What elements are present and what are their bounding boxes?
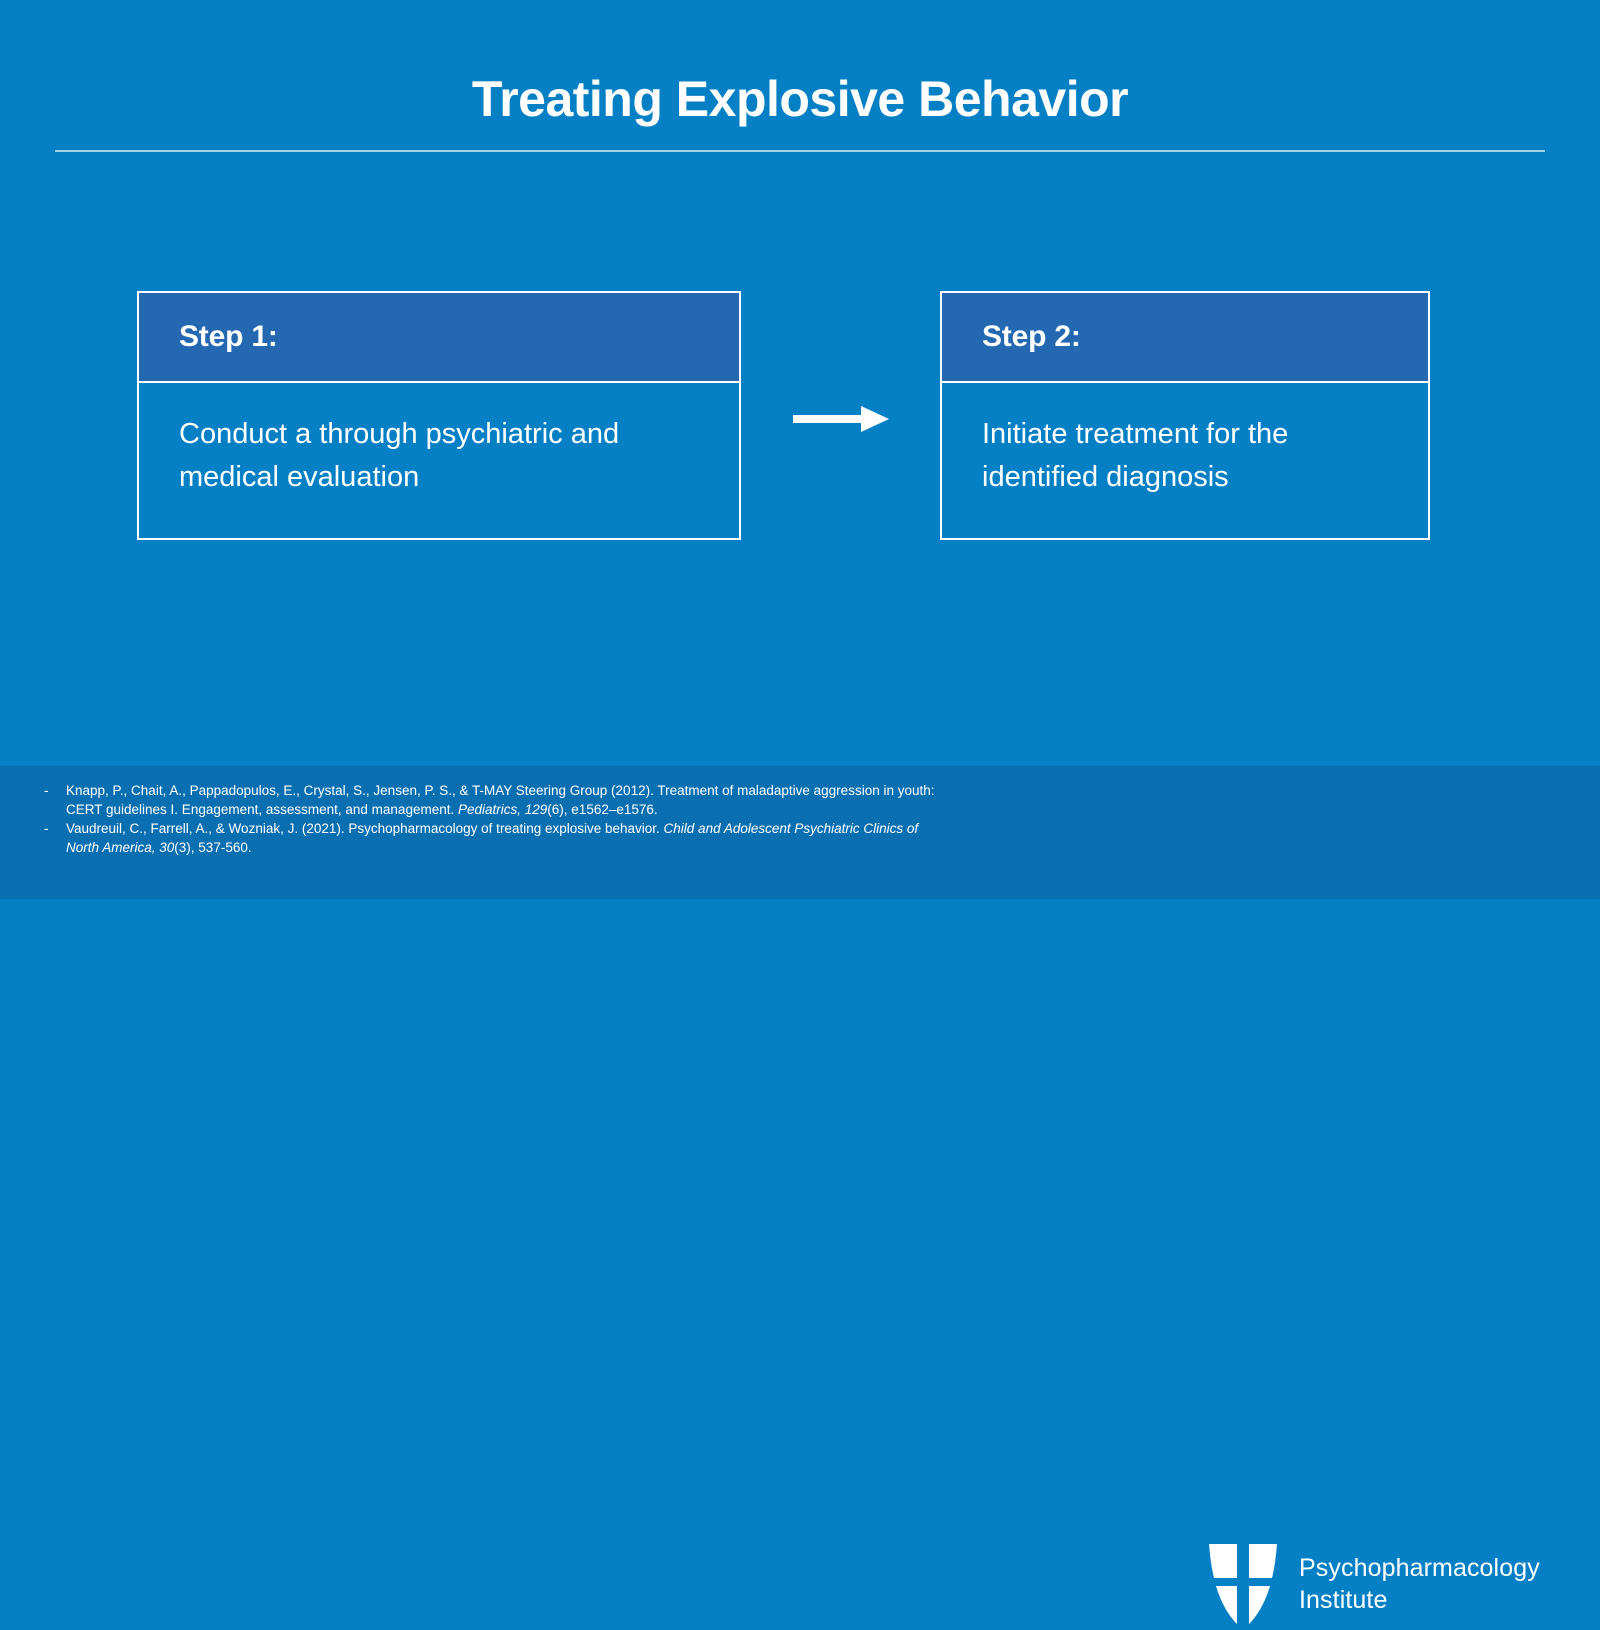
- step-card-1: Step 1: Conduct a through psychiatric an…: [137, 291, 741, 540]
- brand-logo-text: Psychopharmacology Institute: [1299, 1552, 1540, 1616]
- step-card-2-text: Initiate treatment for the identified di…: [982, 418, 1289, 493]
- citation-item: - Knapp, P., Chait, A., Pappadopulos, E.,…: [44, 781, 944, 819]
- step-card-1-body: Conduct a through psychiatric and medica…: [139, 383, 739, 538]
- citation-text: Vaudreuil, C., Farrell, A., & Wozniak, J…: [66, 821, 919, 856]
- title-divider: [55, 150, 1545, 152]
- citation-item: - Vaudreuil, C., Farrell, A., & Wozniak, …: [44, 819, 944, 857]
- shield-logo-icon: [1205, 1538, 1281, 1630]
- step-card-1-title: Step 1:: [179, 320, 278, 353]
- citation-bullet: -: [44, 821, 49, 837]
- brand-logo-line-2: Institute: [1299, 1586, 1388, 1614]
- brand-logo: Psychopharmacology Institute: [1205, 1538, 1540, 1630]
- step-card-2: Step 2: Initiate treatment for the ident…: [940, 291, 1430, 540]
- step-card-1-text: Conduct a through psychiatric and medica…: [179, 418, 620, 493]
- arrow-right-icon: [793, 404, 889, 434]
- step-card-2-header: Step 2:: [942, 293, 1428, 383]
- step-card-2-body: Initiate treatment for the identified di…: [942, 383, 1428, 538]
- step-card-2-title: Step 2:: [982, 320, 1081, 353]
- step-card-1-header: Step 1:: [139, 293, 739, 383]
- brand-logo-line-1: Psychopharmacology: [1299, 1554, 1540, 1582]
- citation-text: Knapp, P., Chait, A., Pappadopulos, E., …: [66, 783, 935, 818]
- citation-bullet: -: [44, 783, 49, 798]
- citation-list: - Knapp, P., Chait, A., Pappadopulos, E.,…: [44, 781, 944, 858]
- slide-canvas: Treating Explosive Behavior Step 1: Cond…: [0, 71, 1600, 1624]
- footer-band: - Knapp, P., Chait, A., Pappadopulos, E.,…: [0, 766, 1600, 1624]
- page-title: Treating Explosive Behavior: [471, 71, 1129, 127]
